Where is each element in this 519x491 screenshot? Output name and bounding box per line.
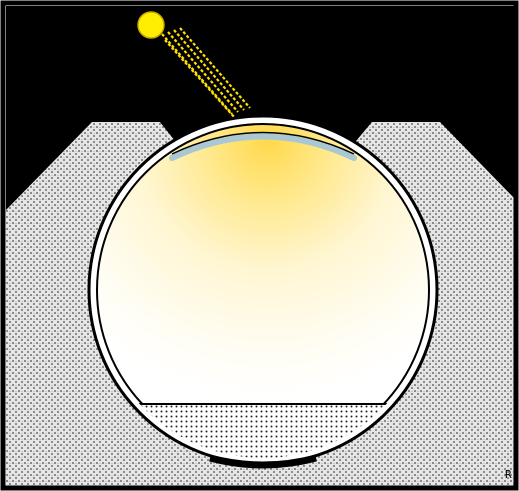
- dome-sphere: [89, 116, 440, 465]
- corner-label: R: [505, 464, 517, 486]
- sun-icon: [138, 12, 164, 38]
